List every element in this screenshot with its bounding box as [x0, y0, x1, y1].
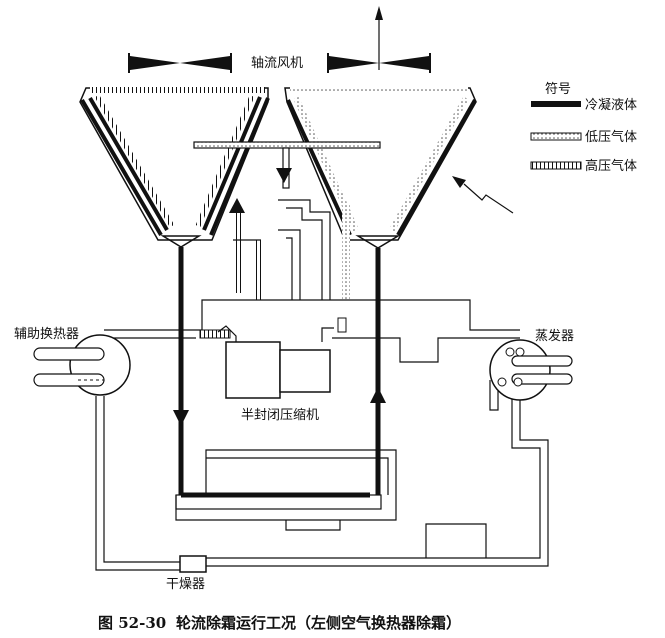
dryer — [179, 555, 207, 573]
left-air-heat-exchanger — [79, 87, 270, 248]
axial-fan-left — [128, 53, 232, 73]
crossover-pipes — [193, 141, 381, 300]
legend-title: 符号 — [545, 81, 571, 97]
fan-label: 轴流风机 — [251, 56, 303, 71]
main-pipework — [95, 299, 549, 571]
compressor — [199, 317, 347, 399]
legend-liquid-label: 冷凝液体 — [585, 97, 637, 113]
figure-number: 图 52-30 — [98, 614, 166, 632]
airflow-inlet-arrow — [452, 176, 514, 214]
flow-arrow-down-right — [276, 168, 292, 183]
figure-title: 轮流除霜运行工况（左侧空气换热器除霜） — [176, 614, 461, 632]
right-air-heat-exchanger — [284, 87, 477, 249]
legend-liquid: 冷凝液体 — [531, 97, 637, 113]
legend-high-pressure: 高压气体 — [530, 158, 637, 174]
legend-low-pressure: 低压气体 — [530, 129, 637, 145]
legend-low-label: 低压气体 — [585, 129, 637, 145]
dryer-label: 干燥器 — [166, 577, 205, 592]
legend-high-label: 高压气体 — [585, 158, 637, 174]
aux-hx-label: 辅助换热器 — [14, 327, 79, 342]
airflow-arrow — [375, 6, 383, 70]
auxiliary-heat-exchanger — [33, 334, 131, 396]
compressor-label: 半封闭压缩机 — [241, 407, 319, 423]
flow-arrow-up-left — [229, 198, 245, 213]
liquid-lines — [173, 247, 386, 495]
legend: 符号 冷凝液体 低压气体 高压气体 — [530, 81, 637, 174]
axial-fan-right — [327, 53, 431, 73]
evaporator — [489, 339, 573, 401]
evaporator-label: 蒸发器 — [535, 328, 574, 344]
